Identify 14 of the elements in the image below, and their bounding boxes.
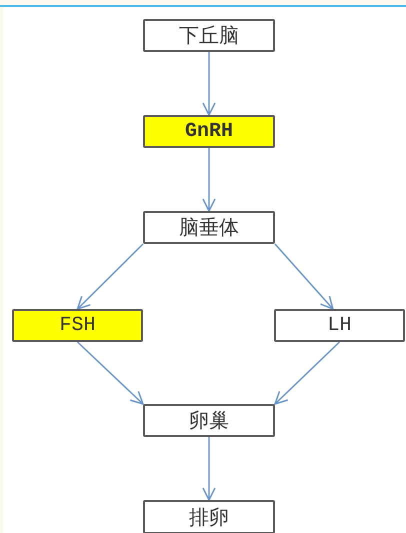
process-box: 下丘脑 (143, 19, 275, 52)
process-box: GnRH (143, 115, 275, 148)
arrow (274, 341, 340, 405)
process-box: 卵巢 (143, 404, 275, 437)
process-box: LH (274, 309, 405, 342)
process-box: 排卵 (143, 500, 275, 533)
arrow (76, 243, 144, 310)
arrow (202, 437, 216, 501)
arrow (202, 52, 216, 116)
process-box: 脑垂体 (143, 211, 275, 244)
arrow (76, 341, 144, 405)
arrow (274, 244, 334, 310)
process-box: FSH (12, 309, 143, 342)
arrow (202, 148, 216, 212)
